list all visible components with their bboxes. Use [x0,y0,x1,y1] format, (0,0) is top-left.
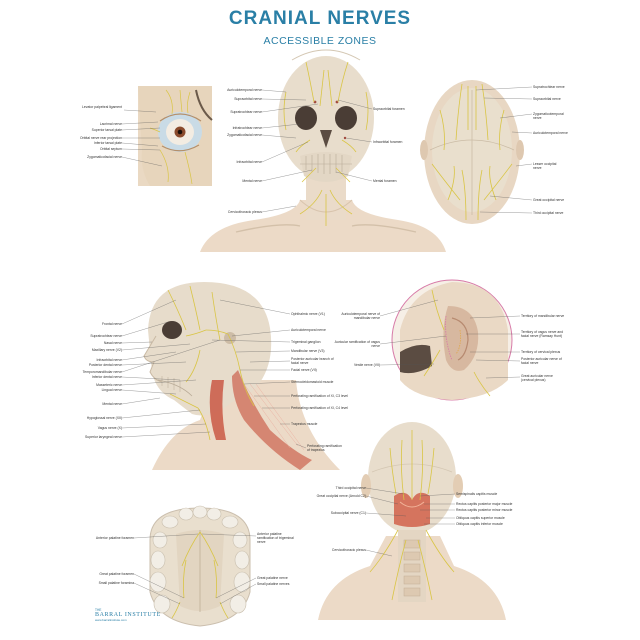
side-left-label-8: Inferior dental nerve [91,375,122,379]
eye-panel [121,86,213,186]
back-left-label-3: Suboccipital nerve (C1) [330,511,366,515]
front-left-label-7: Mental nerve [242,179,262,183]
side-left-label-11: Mental nerve [102,402,122,406]
top-label-4: Auriculotemporal nerve [533,131,568,135]
back-right-label-2: Rectus capitis posterior major muscle [456,502,513,506]
poster-title: CRANIAL NERVES [228,8,412,29]
ear-right-label-4: Posterior auricular nerve of facial nerv… [521,357,562,365]
side-right-label-9: Perforating ramification of XI, C4 level [291,406,348,410]
front-right-label-2: Infraorbital foramen [373,140,403,144]
front-left-label-2: Supraorbital nerve [234,97,262,101]
ear-left-label-2: Auricular ramification of vagus nerve [334,340,380,348]
side-left-label-14: Superior laryngeal nerve [85,435,122,439]
eye-label-5: Inferior tarsal plate [93,141,122,145]
back-left-label-4: Cervicothoracic plexus [331,548,366,552]
palate-left-label-1: Anterior palatine foramen [95,536,134,540]
top-label-1: Supratrochlear nerve [533,85,565,89]
back-left-label-1: Third occipital nerve [335,486,366,490]
side-right-label-10: Trapezius muscle [291,422,318,426]
front-left-label-8: Cervicothoracic plexus [227,210,262,214]
side-right-label-2: Auriculotemporal nerve [291,328,326,332]
ear-circle-panel [379,279,521,401]
side-left-label-3: Nasal nerve [103,341,122,345]
ear-right-label-3: Territory of cervical plexus [521,350,561,354]
side-left-label-13: Vagus nerve (X) [97,426,122,430]
top-label-7: Third occipital nerve [533,211,564,215]
back-right-label-1: Semispinalis capitis muscle [456,492,498,496]
side-right-label-8: Perforating ramification of XI, C3 level [291,394,348,398]
side-right-label-5: Posterior auricular branch of facial ner… [291,357,334,365]
top-label-6: Great occipital nerve [533,198,565,202]
side-left-label-9: Masseteric nerve [96,383,122,387]
ear-left-label-3: Vestie nerve (VII) [353,363,380,367]
side-right-label-7: Sternocleidomastoid muscle [291,380,334,384]
eye-label-3: Superior tarsal plate [91,128,122,132]
logo-url: www.barralinstitute.com [95,618,127,622]
side-left-label-5: Infraorbital nerve [96,358,122,362]
front-right-label-1: Supraorbital foramen [373,107,405,111]
side-left-label-6: Posterior dental nerve [88,363,122,367]
ear-right-label-1: Territory of mandibular nerve [521,314,565,318]
side-left-label-12: Hypoglossal nerve (XII) [86,416,122,420]
side-left-label-7: Temporomandibular nerve [82,370,122,374]
back-right-label-3: Rectus capitis posterior minor muscle [456,508,513,512]
side-left-label-1: Frontal nerve [102,322,122,326]
front-skull-panel [200,49,446,252]
ear-left-label-1: Auriculotemporal nerve of mandibular ner… [341,312,380,320]
back-right-label-4: Obliquus capitis superior muscle [456,516,505,520]
eye-label-2: Lacrimal nerve [99,122,122,126]
top-label-5: Lesser occipital nerve [533,162,557,170]
front-left-label-1: Auriculotemporal nerve [227,88,262,92]
front-left-label-4: Infratrochlear nerve [232,126,262,130]
publisher-logo: THE BARRAL INSTITUTE www.barralinstitute… [95,608,161,622]
top-label-2: Supraorbital nerve [533,97,561,101]
palate-panel [133,505,257,627]
side-head-panel [121,282,340,470]
back-head-panel [318,422,506,620]
side-left-label-4: Maxillary nerve (V2) [91,348,122,352]
front-left-label-5: Zygomaticofacial nerve [227,133,262,137]
logo-top-text: THE [95,608,102,612]
side-right-label-3: Trigeminal ganglion [291,340,321,344]
eye-label-1: Levator palpebral ligament [82,105,122,109]
palate-left-label-3: Small palatine foramina [98,581,134,585]
side-right-label-6: Facial nerve (VII) [291,368,317,372]
logo-name: BARRAL INSTITUTE [95,612,161,618]
back-right-label-5: Obliquus capitis inferior muscle [456,522,503,526]
side-right-label-4: Mandibular nerve (V3) [291,349,325,353]
eye-label-4: Orbital nerve rear projection [79,136,122,140]
front-right-label-3: Mental foramen [373,179,397,183]
front-left-label-6: Infraorbital nerve [236,160,262,164]
top-label-3: Zygomaticotemporal nerve [533,112,564,120]
ear-right-label-5: Great auricular nerve (cervical plexus) [521,374,553,382]
front-left-label-3: Supratrochlear nerve [230,110,262,114]
palate-right-label-1: Anterior palatine ramification of trigem… [257,532,294,544]
palate-left-label-2: Great palatine foramen [99,572,134,576]
poster-subtitle: ACCESSIBLE ZONES [263,35,377,47]
back-left-label-2: Great occipital nerve (Arnold C2) [316,494,366,498]
palate-right-label-3: Small palatine nerves [257,582,290,586]
side-left-label-2: Supratrochlear nerve [90,334,122,338]
side-right-label-11: Perforating ramification of trapezius [307,444,342,452]
eye-label-6: Orbital septum [99,147,122,151]
side-right-label-1: Ophthalmic nerve (V1) [291,312,325,316]
top-head-panel [420,80,533,224]
ear-right-label-2: Territory of vagus nerve and facial nerv… [521,330,564,338]
eye-label-7: Zygomaticofacial nerve [87,155,122,159]
palate-right-label-2: Great palatine nerve [257,576,288,580]
side-left-label-10: Lingual nerve [101,388,122,392]
